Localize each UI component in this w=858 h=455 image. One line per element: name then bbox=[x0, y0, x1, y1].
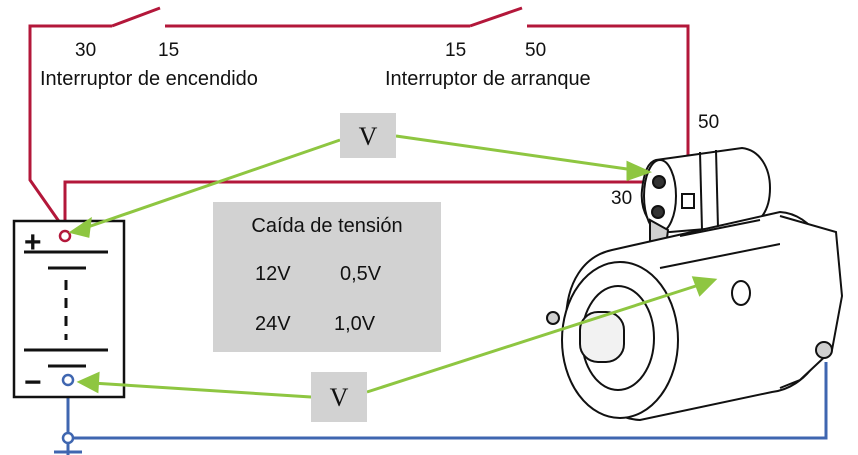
bottom-meter-arrow-battery bbox=[76, 371, 100, 394]
ground-return-wire bbox=[68, 362, 828, 440]
ignition-terminal-30: 30 bbox=[75, 40, 96, 61]
top-meter-arrow-battery bbox=[68, 216, 92, 238]
terminal-30-stud bbox=[652, 175, 666, 189]
motor-terminal-50-label: 50 bbox=[698, 112, 719, 133]
voltmeter-top-box bbox=[340, 113, 396, 158]
voltage-drop-panel: Caída de tensión 12V 0,5V 24V 1,0V bbox=[213, 202, 441, 352]
solenoid-ring-2 bbox=[715, 149, 719, 229]
battery-negative-terminal bbox=[61, 373, 75, 387]
starter-switch-to-terminal50-wire bbox=[527, 24, 690, 198]
battery-to-ignition-wire bbox=[28, 24, 112, 231]
motor-terminal-30-label: 30 bbox=[611, 188, 632, 209]
starter-motor-illustration bbox=[546, 146, 844, 422]
motor-shaft-hub bbox=[579, 311, 625, 363]
voltage-drop-title: Caída de tensión bbox=[251, 215, 402, 237]
housing-hole bbox=[731, 280, 751, 306]
voltmeter-bottom-box bbox=[311, 372, 367, 422]
voltage-drop-row1-system: 12V bbox=[255, 263, 291, 285]
ignition-switch-blade bbox=[111, 6, 161, 28]
mounting-bolt-right bbox=[815, 341, 833, 359]
starter-switch-blade bbox=[469, 6, 523, 28]
housing-ridge-1 bbox=[679, 219, 761, 237]
solenoid-ring-1 bbox=[699, 151, 703, 231]
battery-minus-sign: − bbox=[24, 366, 42, 399]
battery-to-terminal30-cable bbox=[63, 180, 658, 230]
voltmeter-leads bbox=[68, 134, 718, 399]
battery-plus-sign: + bbox=[24, 226, 42, 259]
battery-box bbox=[12, 219, 126, 399]
starter-switch-terminal-15: 15 bbox=[445, 40, 466, 61]
positive-wiring bbox=[28, 6, 690, 231]
terminal-lower-stud bbox=[651, 205, 665, 219]
ground-junction bbox=[61, 431, 75, 445]
starter-switch-label: Interruptor de arranque bbox=[385, 68, 591, 90]
top-meter-lead-to-solenoid bbox=[395, 134, 635, 172]
battery: + − bbox=[12, 219, 126, 445]
housing-ridge-2 bbox=[659, 243, 781, 269]
voltage-drop-row1-drop: 0,5V bbox=[340, 263, 382, 285]
voltmeter-bottom: V bbox=[311, 372, 367, 422]
top-meter-arrow-solenoid bbox=[626, 160, 653, 182]
ignition-terminal-15: 15 bbox=[158, 40, 179, 61]
voltage-drop-row2-drop: 1,0V bbox=[334, 313, 376, 335]
voltmeter-bottom-symbol: V bbox=[330, 383, 349, 412]
voltmeter-top: V bbox=[340, 113, 396, 158]
voltmeter-top-symbol: V bbox=[359, 122, 378, 151]
starter-switch-terminal-50: 50 bbox=[525, 40, 546, 61]
terminal-50-lug bbox=[681, 193, 695, 209]
ignition-switch-label: Interruptor de encendido bbox=[40, 68, 258, 90]
bottom-meter-lead-to-motor bbox=[366, 282, 703, 394]
bottom-meter-lead-to-battery bbox=[91, 381, 312, 399]
voltage-drop-panel-bg bbox=[213, 202, 441, 352]
battery-positive-terminal bbox=[58, 229, 72, 243]
voltage-drop-row2-system: 24V bbox=[255, 313, 291, 335]
top-meter-lead-to-battery bbox=[81, 138, 341, 231]
bottom-meter-arrow-motor bbox=[691, 276, 718, 297]
drive-end-bracket bbox=[779, 215, 844, 389]
mounting-bolt-left bbox=[546, 311, 560, 325]
